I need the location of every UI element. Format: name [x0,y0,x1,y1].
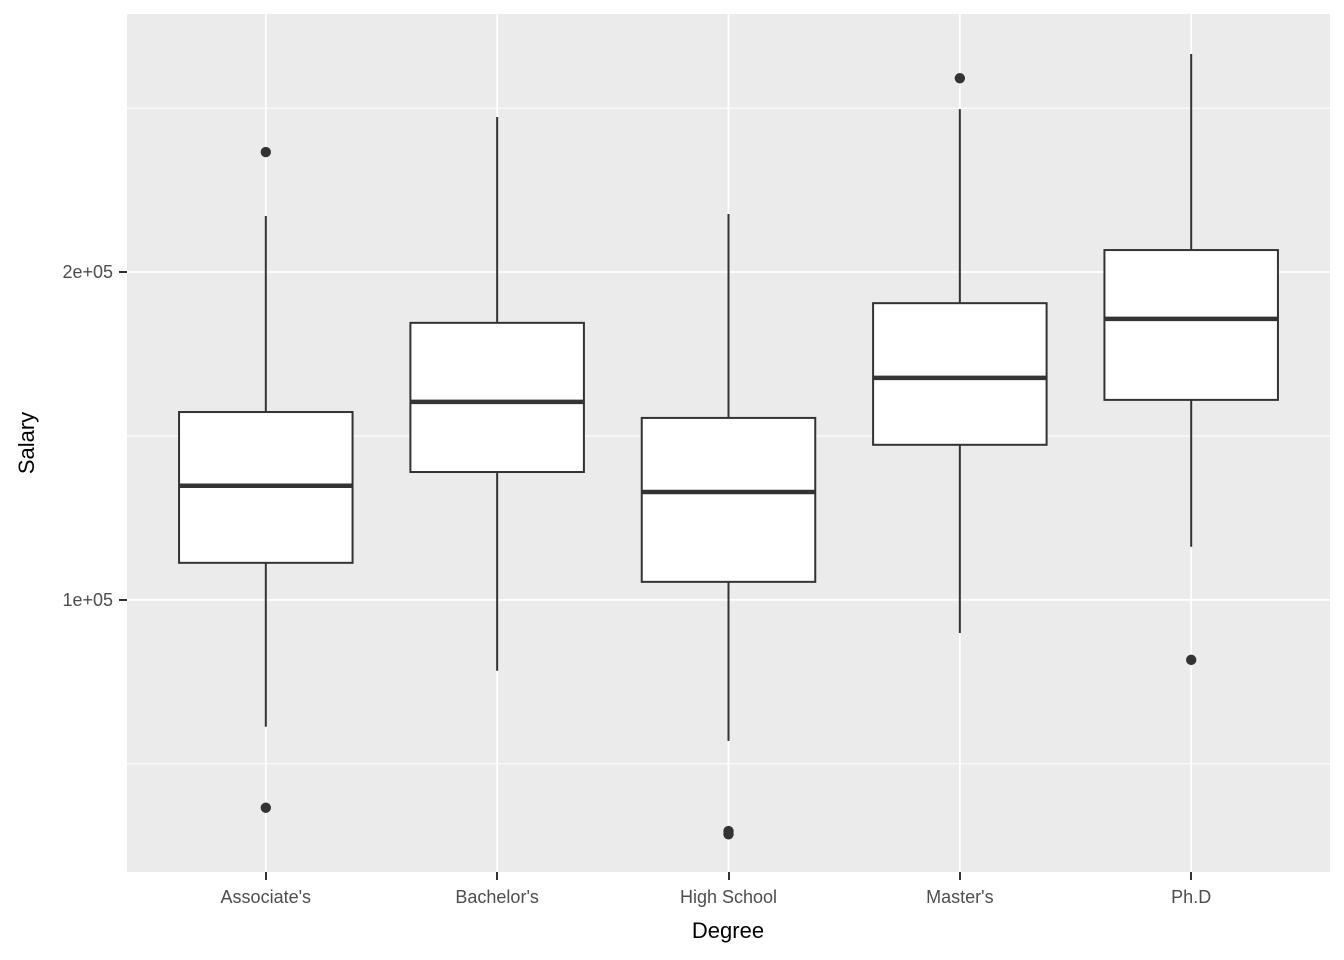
x-axis-tick [264,872,267,880]
outlier-point [723,829,734,840]
x-axis-title: Degree [691,918,765,943]
y-axis-tick [119,271,127,274]
x-tick-label-bachelors: Bachelor's [455,887,539,907]
box-iqr [409,321,585,474]
outlier-point [954,73,966,84]
x-axis-tick [958,872,961,880]
x-tick-label-high-school: High School [679,887,778,907]
box-iqr [872,302,1048,446]
x-axis-tick [496,872,499,880]
x-tick-label-masters: Master's [926,887,994,907]
outlier-point [260,802,272,813]
box-iqr [1103,249,1279,401]
x-tick-label-phd: Ph.D [1171,887,1212,907]
y-axis-title: Salary [14,411,39,475]
outlier-point [1185,654,1197,666]
y-tick-label-2e05: 2e+05 [62,262,113,283]
y-axis-tick [119,598,127,601]
x-tick-label-associates: Associate's [220,887,312,907]
x-axis-tick [1190,872,1193,880]
outlier-point [260,146,272,158]
x-axis-tick [727,872,730,880]
box-iqr [640,416,817,583]
y-tick-label-1e05: 1e+05 [62,589,113,610]
